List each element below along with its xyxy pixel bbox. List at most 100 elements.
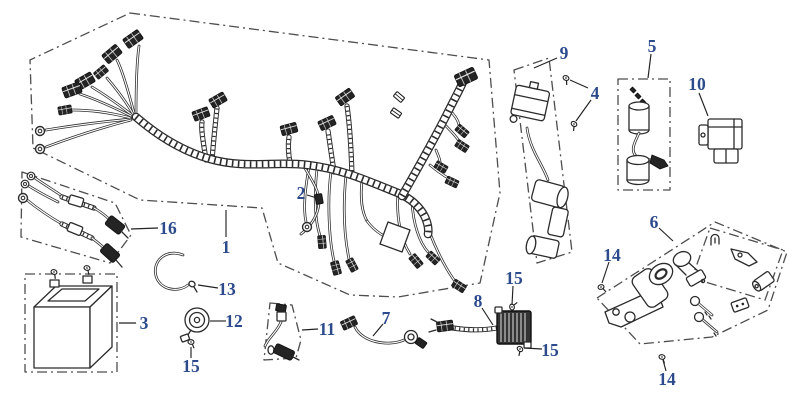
leader-line-14	[662, 359, 667, 372]
wire-boot	[649, 154, 669, 170]
harness-wire	[360, 179, 368, 222]
harness-branch-upper	[399, 80, 466, 198]
bullet-boot	[403, 329, 419, 345]
cable-end-boot	[104, 215, 126, 235]
main-wire-harness-drawing	[34, 28, 479, 294]
switch-contact	[730, 297, 750, 313]
eyelet-terminal	[301, 221, 313, 233]
part-callout-12: 12	[225, 311, 243, 331]
cable-wire	[28, 185, 59, 203]
key	[689, 295, 714, 320]
bracket-hole	[737, 252, 743, 258]
leader-line-13	[197, 284, 219, 289]
relay-bracket	[698, 124, 709, 146]
lower-cylinder-bottom	[626, 179, 650, 186]
lead-wire	[354, 326, 405, 344]
connector	[433, 160, 449, 174]
leader-line-8	[481, 307, 494, 326]
wire-clip	[389, 107, 403, 119]
connector-wires	[428, 318, 438, 333]
horn-ring	[188, 311, 206, 329]
part-callout-7: 7	[382, 308, 391, 328]
boot-ring	[267, 345, 275, 355]
harness-wire	[71, 109, 132, 119]
leader-line-4	[569, 79, 589, 89]
harness-wire	[365, 219, 386, 238]
cable-sleeve	[61, 195, 95, 210]
leader-line-15	[523, 347, 543, 350]
regulator-screw	[513, 344, 525, 357]
regulator-ear	[523, 341, 532, 349]
boundary-pickup-coil	[617, 78, 671, 191]
leader-line-16	[130, 227, 159, 230]
part-callout-4: 4	[591, 83, 600, 103]
plug-cap-elbow	[525, 206, 569, 259]
part-callout-16: 16	[159, 218, 177, 238]
part-callout-10: 10	[688, 74, 706, 94]
leader-line-15	[511, 285, 514, 306]
part-callout-15: 15	[182, 356, 200, 376]
eyelet-terminal	[17, 192, 29, 204]
relay-body	[707, 118, 743, 150]
lead-wire-drawing	[339, 315, 428, 349]
harness-wire	[435, 149, 441, 163]
connector	[444, 175, 460, 189]
sensor-body	[276, 311, 287, 322]
battery-terminal	[82, 275, 93, 284]
leader-line-4	[575, 99, 592, 122]
wire-clip	[392, 90, 406, 104]
connector	[61, 81, 83, 99]
cap-piece	[672, 250, 692, 268]
pickup-coil-drawing	[626, 86, 669, 186]
harness-branch	[286, 136, 292, 164]
clamp-screw	[700, 278, 706, 284]
harness-wire	[314, 168, 321, 237]
battery-drawing	[33, 264, 113, 369]
cable-end-boot	[100, 243, 120, 263]
part-callout-15: 15	[541, 340, 559, 360]
battery-handle	[47, 288, 100, 302]
high-tension-lead	[526, 127, 549, 181]
part-callout-3: 3	[140, 313, 149, 333]
harness-wire	[45, 119, 132, 148]
boot-tip	[292, 356, 300, 361]
harness-clip-part2	[314, 193, 324, 205]
coil-dot	[634, 92, 642, 100]
boundary-lock-set-inner	[691, 227, 784, 301]
cable-sleeve	[61, 222, 93, 240]
relay-drawing	[698, 118, 743, 164]
connector	[101, 43, 123, 65]
leader-line-2	[306, 194, 318, 199]
connector	[317, 234, 327, 250]
horn-center	[193, 316, 201, 324]
harness-wire	[429, 164, 449, 179]
part-callout-14: 14	[658, 369, 676, 389]
strap-bolt	[188, 280, 196, 288]
lock-set-drawing	[596, 233, 775, 365]
strap-wire	[154, 252, 189, 290]
battery-terminal	[49, 279, 60, 288]
eyelet-terminal	[20, 179, 30, 189]
cable-wire	[26, 199, 63, 225]
horn-body	[184, 307, 210, 333]
boundary-battery-cables	[20, 171, 132, 264]
harness-wire	[79, 93, 132, 117]
rubber-boot	[379, 221, 411, 253]
boundary-lock-set	[596, 221, 788, 345]
coil-cylinder-top	[628, 101, 650, 111]
connector	[208, 91, 228, 109]
harness-branch	[286, 135, 292, 165]
harness-wire	[328, 171, 335, 262]
part-callout-8: 8	[474, 291, 483, 311]
eyelet-terminal	[34, 125, 46, 137]
horn-bracket	[179, 333, 191, 343]
lower-cylinder-top	[626, 154, 650, 166]
battery-front	[33, 306, 91, 369]
connector	[408, 252, 424, 270]
harness-branch	[210, 107, 219, 161]
part-callout-5: 5	[648, 36, 657, 56]
strap-bolt-tip	[193, 286, 198, 293]
connector	[329, 260, 343, 276]
plate-knob	[624, 311, 636, 323]
